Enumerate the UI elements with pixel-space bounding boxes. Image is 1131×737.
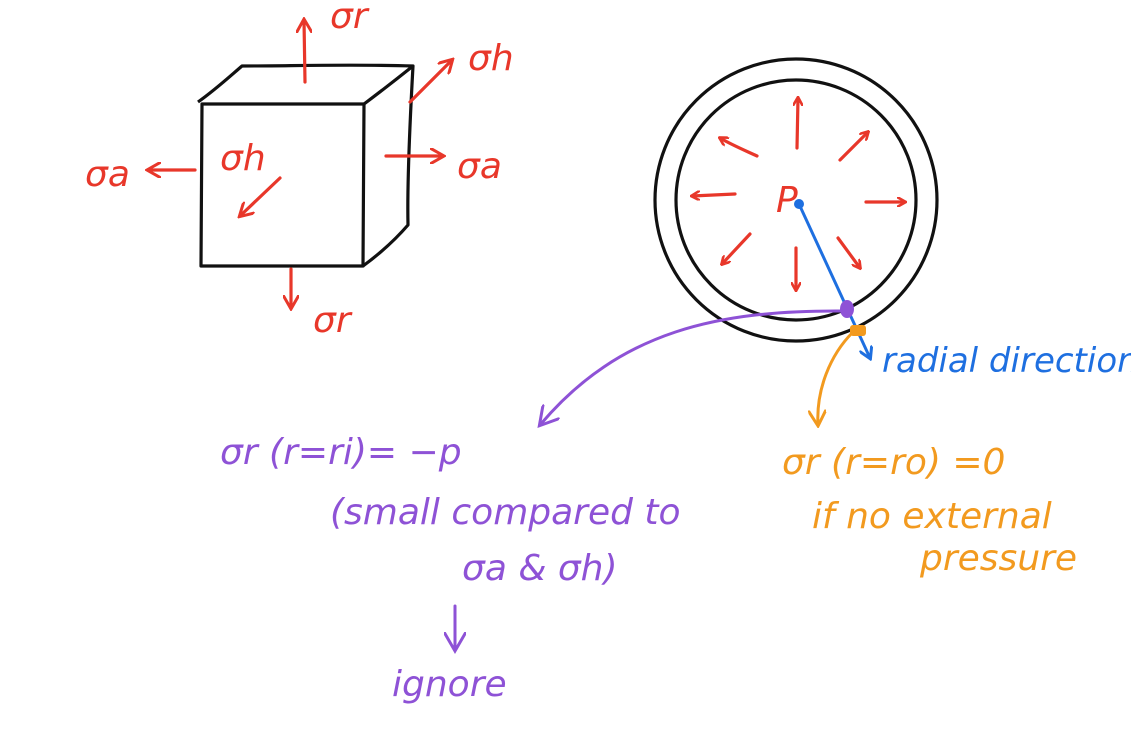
outer-condition-pointer	[818, 330, 855, 425]
outer-condition-line3: pressure	[919, 538, 1077, 579]
label-sigma-r-top: σr	[330, 0, 370, 37]
radial-direction-label: radial direction	[882, 341, 1131, 381]
label-sigma-h-top: σh	[468, 38, 514, 79]
pressure-arrow-down-left	[722, 232, 752, 264]
pressure-arrow-down-right	[836, 236, 860, 268]
sigma-r-top-arrow	[304, 20, 305, 84]
label-sigma-r-bottom: σr	[313, 300, 353, 341]
inner-condition-pointer	[540, 309, 846, 425]
vessel-outer-wall	[653, 57, 939, 343]
inner-condition-line2: (small compared to	[330, 492, 681, 533]
pressure-arrows	[692, 98, 905, 290]
stress-cube	[197, 63, 415, 268]
cube-labels: σr σh σa σh σa σr	[85, 0, 514, 341]
cube-side-face	[362, 65, 415, 268]
inner-surface-point	[840, 300, 854, 318]
vessel-inner-wall	[674, 78, 918, 322]
sigma-h-top-arrow	[408, 60, 452, 104]
pressure-vessel	[653, 57, 939, 343]
outer-condition-line2: if no external	[812, 496, 1052, 537]
radial-direction-indicator: radial direction	[794, 199, 1131, 381]
pressure-arrow-left	[692, 194, 737, 196]
ignore-label: ignore	[392, 664, 507, 705]
label-sigma-a-right: σa	[457, 146, 502, 187]
label-sigma-a-left: σa	[85, 154, 130, 195]
pressure-arrow-up-left	[720, 138, 759, 158]
inner-condition-text: σr (r=ri)= −p (small compared to σa & σh…	[220, 432, 681, 705]
pressure-arrow-up	[797, 98, 798, 150]
sigma-h-face-arrow	[240, 176, 282, 216]
outer-surface-point	[850, 325, 866, 336]
inner-condition-line1: σr (r=ri)= −p	[220, 432, 462, 473]
inner-condition-line3: σa & σh)	[462, 548, 618, 589]
outer-condition-line1: σr (r=ro) =0	[782, 442, 1005, 483]
cube-top-face	[197, 63, 415, 106]
outer-condition-text: σr (r=ro) =0 if no external pressure	[782, 442, 1077, 579]
pressure-arrow-up-right	[838, 132, 868, 162]
pressure-label: P	[776, 180, 798, 221]
cube-stress-arrows	[148, 20, 452, 308]
label-sigma-h-face: σh	[220, 138, 266, 179]
cube-front-face	[199, 102, 366, 268]
